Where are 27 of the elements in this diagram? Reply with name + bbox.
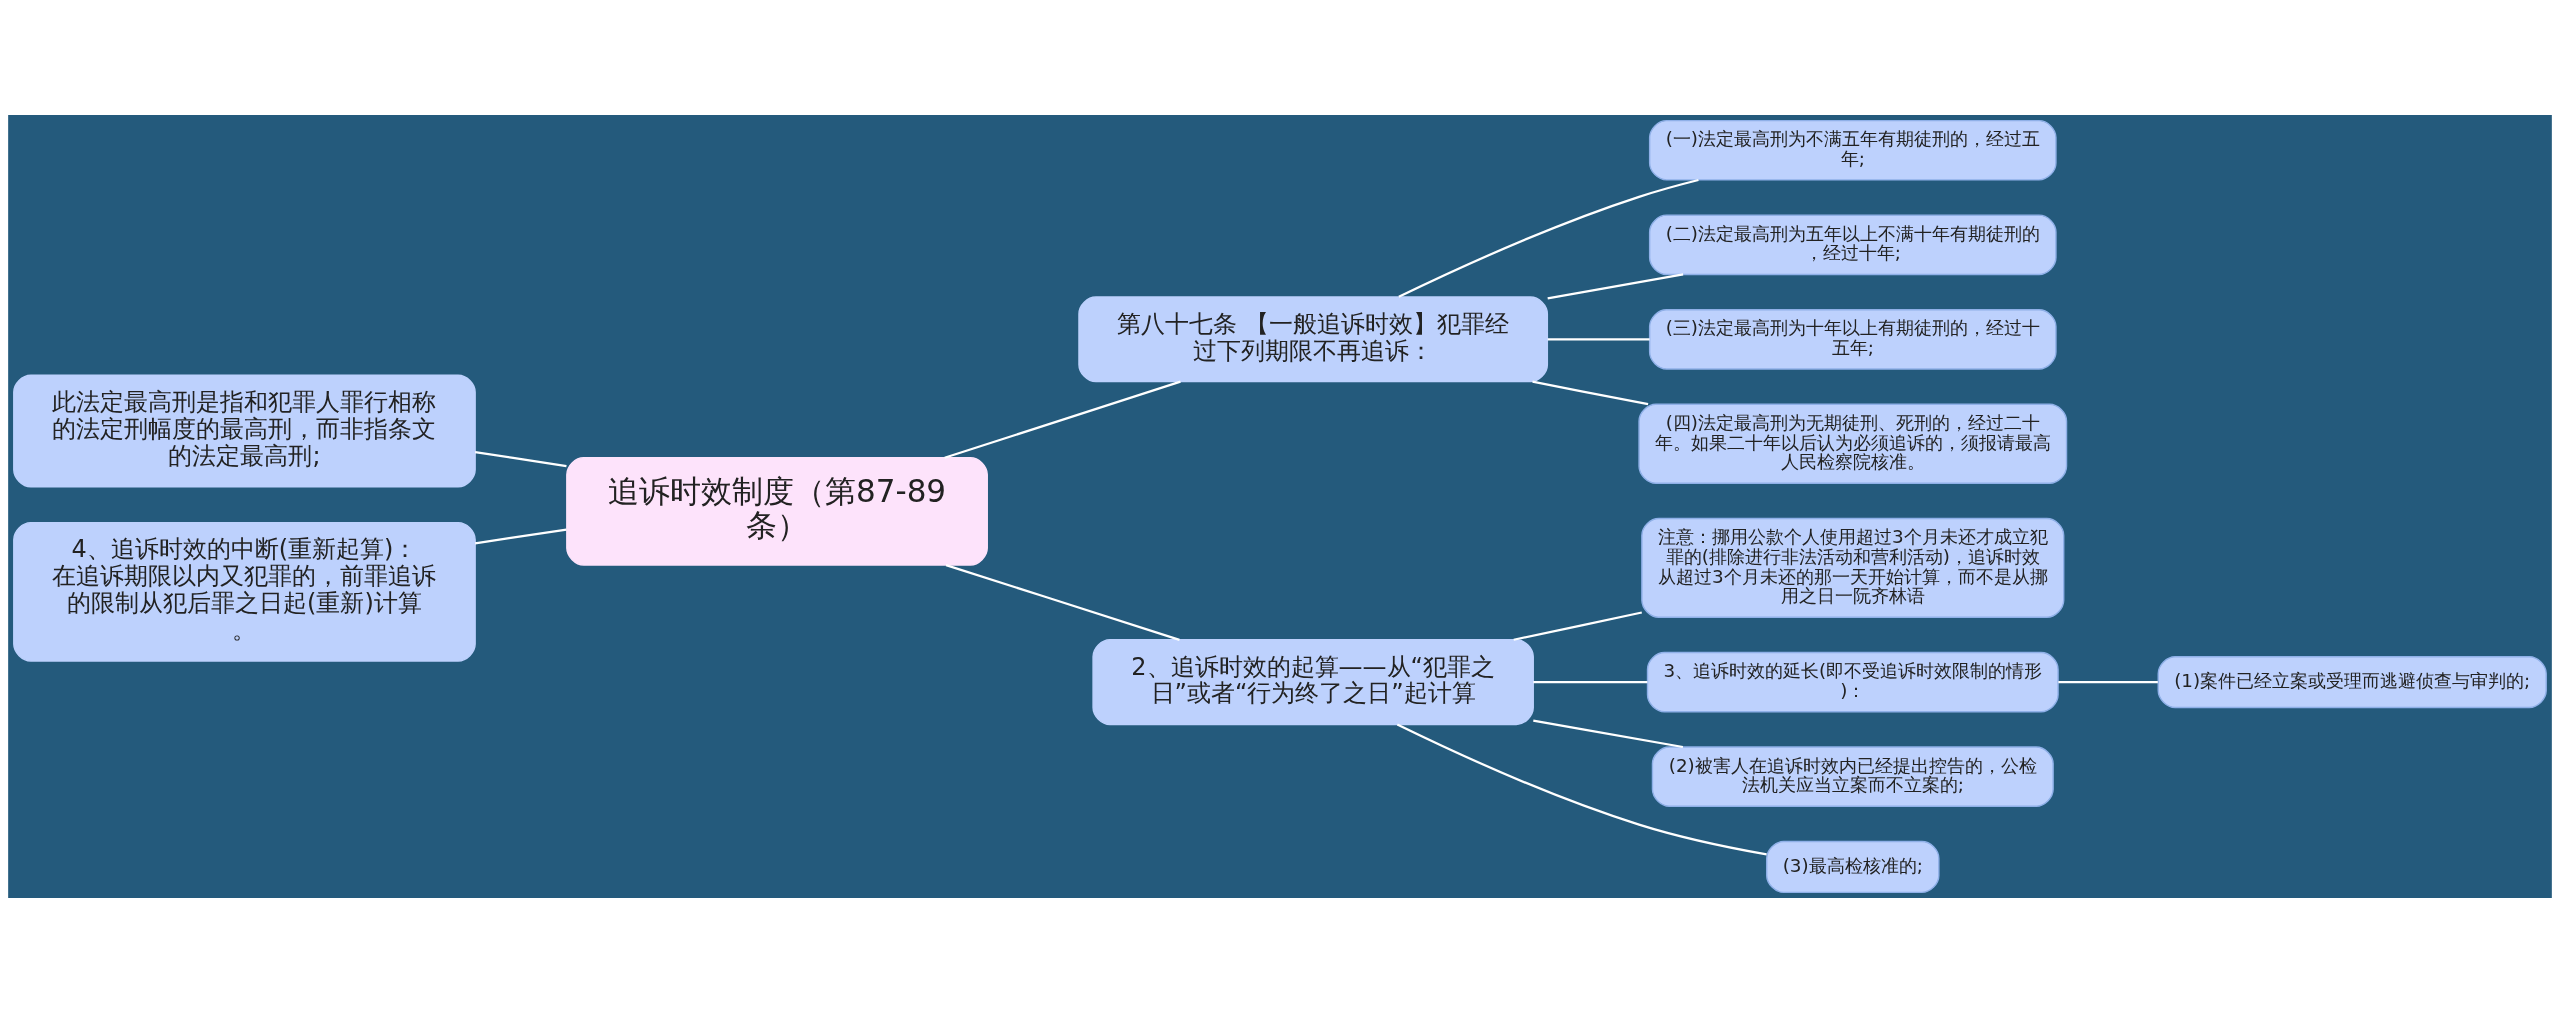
node-box: (3)最高检核准的;	[1766, 840, 1940, 894]
node-box: (三)法定最高刑为十年以上有期徒刑的，经过十五年;	[1648, 309, 2057, 370]
node-box: 注意：挪用公款个人使用超过3个月未还才成立犯罪的(排除进行非法活动和营利活动)，追诉时效从超过3个月未还的那一天开始计算，而不是从挪用之日一阮齐林语	[1641, 517, 2065, 618]
node-box: 追诉时效制度（第87-89条）	[566, 457, 988, 566]
node-box: 3、追诉时效的延长(即不受追诉时效限制的情形)：	[1646, 651, 2059, 713]
connector	[1547, 338, 1650, 341]
node-box: 此法定最高刑是指和犯罪人罪行相称的法定刑幅度的最高刑，而非指条文的法定最高刑;	[13, 374, 476, 488]
node-box: (二)法定最高刑为五年以上不满十年有期徒刑的，经过十年;	[1648, 214, 2057, 276]
connector	[1547, 273, 1684, 300]
connector	[475, 451, 567, 468]
node-box: (2)被害人在追诉时效内已经提出控告的，公检法机关应当立案而不立案的;	[1651, 746, 2054, 807]
connector	[1396, 723, 1767, 856]
connector	[945, 564, 1180, 641]
node-box: (1)案件已经立案或受理而逃避侦查与审判的;	[2157, 656, 2547, 709]
node-box: 第八十七条 【一般追诉时效】犯罪经过下列期限不再追诉：	[1078, 296, 1549, 383]
connector	[1398, 178, 1699, 298]
node-box: (四)法定最高刑为无期徒刑、死刑的，经过二十年。如果二十年以后认为必须追诉的，须报请最高人民检察院核准。	[1638, 403, 2068, 484]
connector	[2058, 681, 2158, 684]
connector	[1533, 681, 1648, 684]
connector	[944, 380, 1181, 459]
connector	[1513, 611, 1643, 641]
node-box: (一)法定最高刑为不满五年有期徒刑的，经过五年;	[1648, 119, 2057, 181]
node-box: 2、追诉时效的起算——从“犯罪之日”或者“行为终了之日”起计算	[1092, 639, 1534, 726]
connector	[475, 528, 567, 545]
connector	[1533, 719, 1684, 749]
node-box: 4、追诉时效的中断(重新起算)：在追诉期限以内又犯罪的，前罪追诉的限制从犯后罪之日起(重新)计算。	[13, 522, 476, 662]
connector	[1532, 380, 1649, 406]
